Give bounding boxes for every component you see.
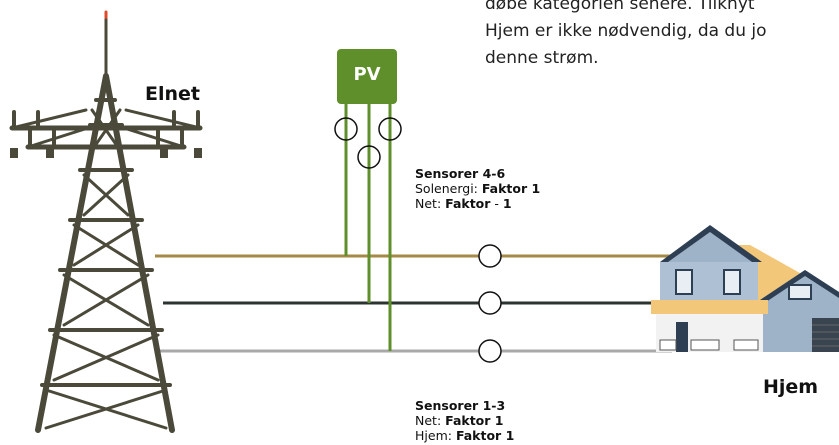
sensors-top-block: Sensorer 4-6 Solenergi: Faktor 1 Net: Fa… <box>415 166 540 211</box>
description-line-2: Hjem er ikke nødvendig, da du jo <box>485 21 767 41</box>
net-prefix-top: Net: <box>415 196 446 211</box>
description-line-3: denne strøm. <box>485 48 599 68</box>
description-line-1: døbe kategorien senere. Tilknyt <box>485 0 755 14</box>
net-separator: - <box>490 196 503 211</box>
home-prefix: Hjem: <box>415 428 456 443</box>
net-factor-bottom: Faktor 1 <box>445 413 504 428</box>
solar-factor: Faktor 1 <box>481 181 541 196</box>
sensors-bottom-net-line: Net: Faktor 1 <box>415 413 514 428</box>
sensors-top-net-line: Net: Faktor - 1 <box>415 196 540 211</box>
pv-panel <box>337 49 397 104</box>
net-value-top: 1 <box>502 196 512 211</box>
sensors-bottom-title: Sensorer 1-3 <box>415 398 506 413</box>
net-prefix-bottom: Net: <box>415 413 446 428</box>
sensors-bottom-home-line: Hjem: Faktor 1 <box>415 428 514 443</box>
net-factor-top: Faktor <box>445 196 491 211</box>
pv-wires <box>344 100 392 351</box>
home-label: Hjem <box>763 376 819 398</box>
sensors-bottom-block: Sensorer 1-3 Net: Faktor 1 Hjem: Faktor … <box>415 398 514 443</box>
pv-label: PV <box>353 64 381 85</box>
home-factor: Faktor 1 <box>455 428 515 443</box>
sensors-top-title: Sensorer 4-6 <box>415 166 506 181</box>
transmission-tower-icon <box>9 10 203 433</box>
grid-sensor-rings <box>478 244 502 363</box>
pv-sensor-rings <box>334 117 402 169</box>
sensors-top-solar-line: Solenergi: Faktor 1 <box>415 181 540 196</box>
house-icon <box>651 225 839 352</box>
grid-label: Elnet <box>145 83 200 105</box>
solar-prefix: Solenergi: <box>415 181 482 196</box>
